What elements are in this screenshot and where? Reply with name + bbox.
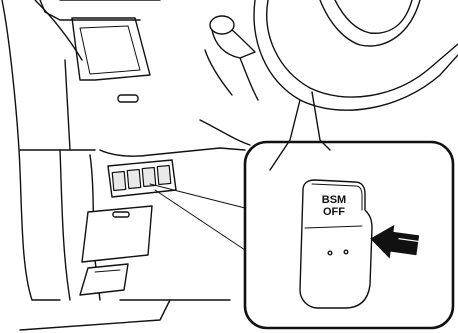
bsm-switch-label-line2: OFF bbox=[323, 206, 345, 218]
steering-wheel bbox=[254, 0, 458, 170]
arrow-right-icon bbox=[368, 222, 420, 262]
turn-signal-stalk bbox=[205, 16, 258, 100]
bsm-off-switch[interactable]: BSM OFF bbox=[300, 180, 372, 308]
switch-bank bbox=[108, 160, 176, 197]
callout-leader-lines bbox=[150, 184, 245, 250]
bsm-switch-label-line1: BSM bbox=[322, 194, 346, 206]
center-display-housing bbox=[72, 18, 150, 102]
storage-compartment bbox=[80, 206, 152, 295]
